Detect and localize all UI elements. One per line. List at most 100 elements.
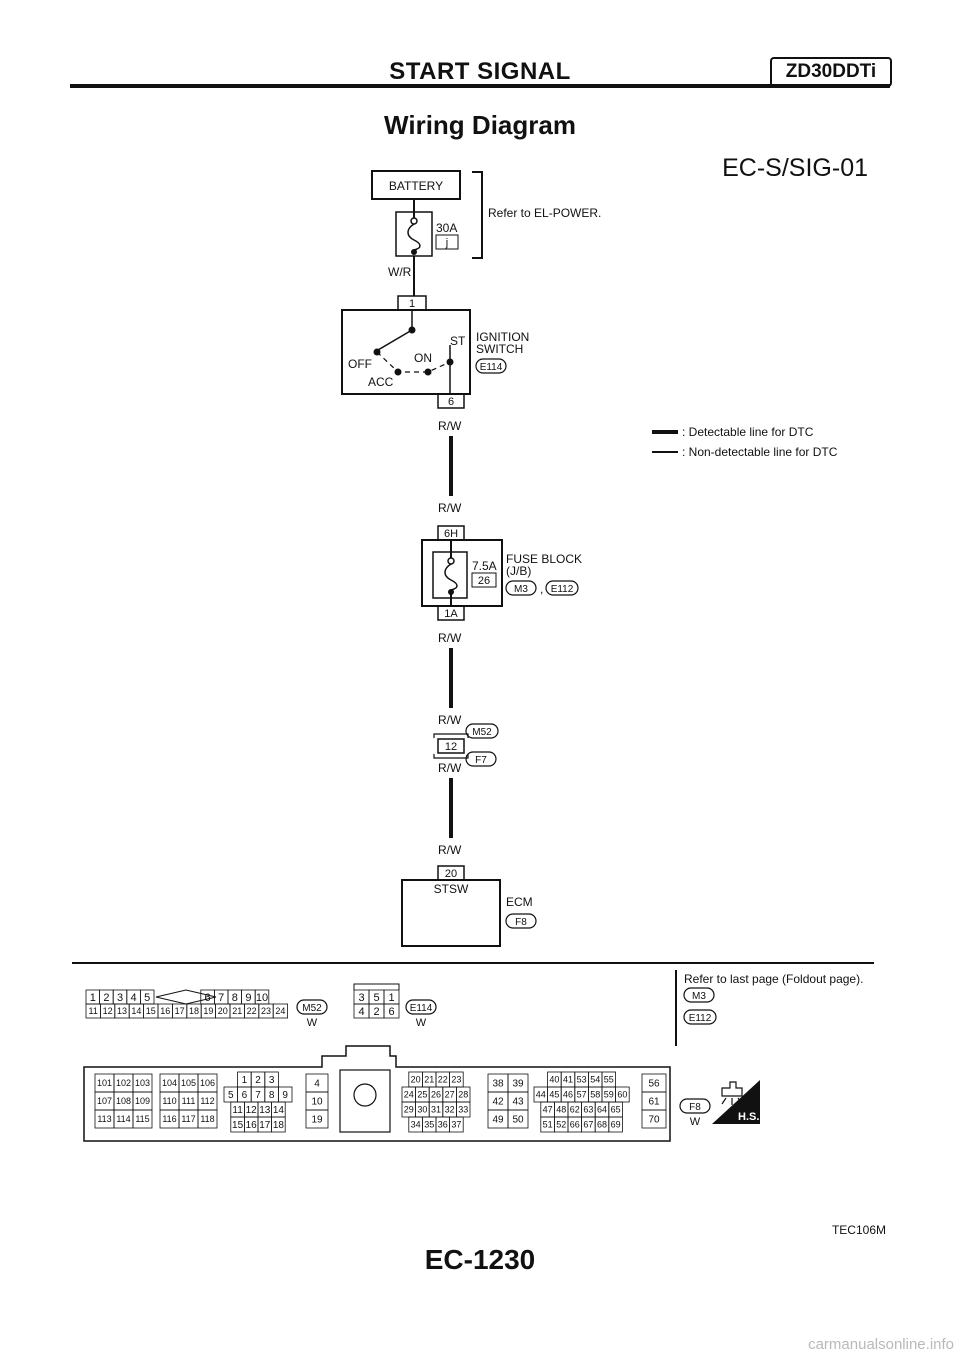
pin-number: 70: [648, 1115, 660, 1126]
f8-center-block: [339, 1069, 391, 1133]
pin-number: 27: [445, 1090, 455, 1100]
pin-number: 28: [458, 1090, 468, 1100]
pin-number: 37: [451, 1120, 461, 1130]
pin-number: 24: [404, 1090, 414, 1100]
pin-number: 19: [311, 1115, 323, 1126]
e114-key-tab: [353, 983, 400, 990]
pin-number: 61: [648, 1097, 660, 1108]
pin-number: 50: [512, 1115, 524, 1126]
pin-cell: [271, 1116, 286, 1133]
pin-number: 6: [388, 1006, 394, 1018]
joint-connector-m52-badge: [465, 723, 499, 739]
fuse-30a-terminal-bottom: [411, 249, 417, 255]
ecm-box: [401, 879, 501, 947]
wire-rw-label-5: R/W: [438, 761, 462, 775]
pin-number: 2: [373, 1006, 379, 1018]
pin-number: 23: [451, 1075, 461, 1085]
fuse-7-5a-terminal-bottom: [448, 589, 454, 595]
pin-cell: [305, 1109, 329, 1129]
pin-number: 60: [617, 1090, 627, 1100]
pin-number: 15: [146, 1006, 156, 1016]
pin-number: 21: [424, 1075, 434, 1085]
pin-number: 67: [583, 1120, 593, 1130]
fuse-26-no: 26: [478, 575, 490, 587]
pin-number: 17: [175, 1006, 185, 1016]
diagram-title: Wiring Diagram: [384, 110, 576, 140]
pin-number: 57: [577, 1090, 587, 1100]
pin-number: 26: [431, 1090, 441, 1100]
pin-number: 30: [417, 1105, 427, 1115]
fuse-30a-id-box: [435, 234, 459, 250]
pin-number: 22: [247, 1006, 257, 1016]
fb-terminal-1a: 1A: [444, 608, 458, 620]
pin-number: 56: [648, 1079, 660, 1090]
pin-number: 5: [228, 1090, 234, 1101]
refer-e112: E112: [689, 1013, 712, 1024]
pin-number: 10: [256, 992, 268, 1004]
ign-pos-on: ON: [414, 351, 432, 365]
wire-rw-label-6: R/W: [438, 843, 462, 857]
pin-number: 46: [563, 1090, 573, 1100]
pin-number: 116: [162, 1114, 176, 1124]
pin-number: 9: [282, 1090, 288, 1101]
f8-connector-color: W: [690, 1116, 701, 1128]
refer-bracket: [472, 171, 483, 259]
pin-number: 35: [424, 1120, 434, 1130]
pin-number: 45: [549, 1090, 559, 1100]
pin-cell: [383, 1003, 400, 1019]
battery-box: [371, 170, 461, 200]
ign-terminal-6-box: [437, 393, 465, 409]
pin-number: 24: [275, 1006, 285, 1016]
fb-connector-m3: M3: [514, 584, 528, 595]
f8-center-hole: [353, 1083, 377, 1107]
diagram-id: EC-S/SIG-01: [722, 154, 868, 182]
pin-number: 113: [97, 1114, 111, 1124]
pin-cell: [608, 1116, 623, 1133]
pin-number: 44: [536, 1090, 546, 1100]
m52-key-diamond: [155, 989, 217, 1005]
joint-bracket-top: [433, 733, 469, 738]
fuse-7-5a-terminal-top: [447, 557, 455, 565]
pin-number: 103: [135, 1078, 150, 1088]
pin-number: 8: [269, 1090, 275, 1101]
pin-number: 15: [232, 1120, 244, 1131]
f8-connector-badge: [679, 1098, 711, 1114]
refer-m3: M3: [692, 991, 706, 1002]
pin-number: 5: [373, 992, 379, 1004]
pin-number: 11: [89, 1006, 98, 1016]
fuse-30a-id: j: [445, 237, 448, 249]
pin-number: 63: [583, 1105, 593, 1115]
fb-connector-e112: E112: [551, 584, 574, 595]
pin-number: 66: [570, 1120, 580, 1130]
pin-number: 3: [358, 992, 364, 1004]
pin-number: 20: [218, 1006, 228, 1016]
wire-rw-label-4: R/W: [438, 713, 462, 727]
ign-pos-st: ST: [450, 334, 466, 348]
pin-number: 117: [181, 1114, 195, 1124]
refer-e112-badge: [683, 1009, 717, 1025]
pin-number: 1: [242, 1075, 248, 1086]
pin-number: 3: [117, 992, 123, 1004]
pin-number: 39: [512, 1079, 524, 1090]
section-title: START SIGNAL: [389, 58, 571, 85]
ecm-terminal: 20: [445, 868, 457, 880]
pin-number: 21: [232, 1006, 242, 1016]
pin-number: 114: [116, 1114, 130, 1124]
e114-connector-badge: [405, 999, 437, 1015]
pin-number: 106: [200, 1078, 215, 1088]
pin-number: 64: [597, 1105, 607, 1115]
fuse-7-5a-icon: [444, 563, 458, 591]
m52-connector-id: M52: [302, 1003, 322, 1014]
pin-number: 5: [144, 992, 150, 1004]
pin-number: 105: [181, 1078, 196, 1088]
pin-number: 4: [358, 1006, 364, 1018]
pin-number: 6: [205, 992, 211, 1004]
pin-number: 49: [492, 1115, 504, 1126]
pin-number: 12: [246, 1105, 258, 1116]
fuse-7-5a-amp: 7.5A: [472, 559, 497, 573]
pin-number: 54: [590, 1075, 600, 1085]
pin-number: 31: [431, 1105, 441, 1115]
legend-detectable: : Detectable line for DTC: [682, 425, 814, 439]
